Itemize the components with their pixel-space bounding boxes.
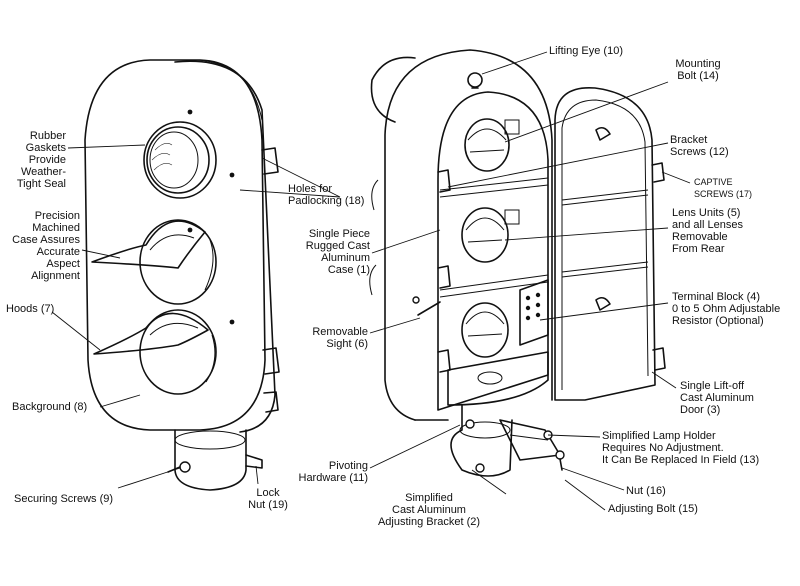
front-bracket-collar bbox=[167, 429, 263, 491]
label-lift-off-door: Single Lift-off Cast Aluminum Door (3) bbox=[680, 380, 754, 416]
front-signal-depth-edge bbox=[174, 60, 276, 433]
front-bottom-lens bbox=[93, 309, 217, 395]
label-rubber-gaskets: Rubber Gaskets Provide Weather- Tight Se… bbox=[16, 130, 66, 190]
front-middle-lens bbox=[91, 219, 217, 305]
rear-case-shell bbox=[384, 49, 553, 421]
lifting-eye bbox=[467, 72, 483, 88]
label-securing-screws: Securing Screws (9) bbox=[14, 493, 114, 505]
label-adjusting-bolt: Adjusting Bolt (15) bbox=[608, 503, 698, 515]
label-mounting-bolt: Mounting Bolt (14) bbox=[675, 58, 721, 82]
rear-signal-view bbox=[369, 49, 666, 477]
front-background-plate bbox=[84, 59, 266, 431]
front-top-lens bbox=[143, 121, 217, 199]
label-adjusting-bracket: Simplified Cast Aluminum Adjusting Brack… bbox=[377, 492, 481, 528]
label-aluminum-case: Single Piece Rugged Cast Aluminum Case (… bbox=[305, 228, 370, 276]
rear-lens-units bbox=[461, 118, 520, 358]
label-captive-screws: CAPTIVE SCREWS (17) bbox=[694, 177, 753, 199]
label-hoods: Hoods (7) bbox=[6, 303, 55, 315]
front-signal-view bbox=[84, 59, 280, 491]
label-lamp-holder: Simplified Lamp Holder Requires No Adjus… bbox=[602, 430, 760, 466]
label-lifting-eye: Lifting Eye (10) bbox=[549, 45, 623, 57]
label-pivoting-hardware: Pivoting Hardware (11) bbox=[298, 460, 369, 484]
label-nut: Nut (16) bbox=[626, 485, 666, 497]
label-terminal-block: Terminal Block (4) 0 to 5 Ohm Adjustable… bbox=[672, 291, 781, 327]
label-lock-nut: Lock Nut (19) bbox=[248, 487, 288, 511]
rear-adjusting-bracket bbox=[450, 404, 565, 477]
label-removable-sight: Removable Sight (6) bbox=[312, 326, 368, 350]
label-lens-units: Lens Units (5) and all Lenses Removable … bbox=[672, 207, 743, 255]
rear-case-opening bbox=[437, 91, 549, 411]
leader-lines bbox=[51, 51, 691, 511]
lift-off-door bbox=[554, 87, 666, 401]
label-padlocking-holes: Holes for Padlocking (18) bbox=[288, 183, 365, 207]
label-bracket-screws: Bracket Screws (12) bbox=[670, 134, 729, 158]
label-background: Background (8) bbox=[12, 401, 88, 413]
label-precision-case: Precision Machined Case Assures Accurate… bbox=[12, 210, 80, 282]
terminal-block bbox=[519, 279, 549, 346]
